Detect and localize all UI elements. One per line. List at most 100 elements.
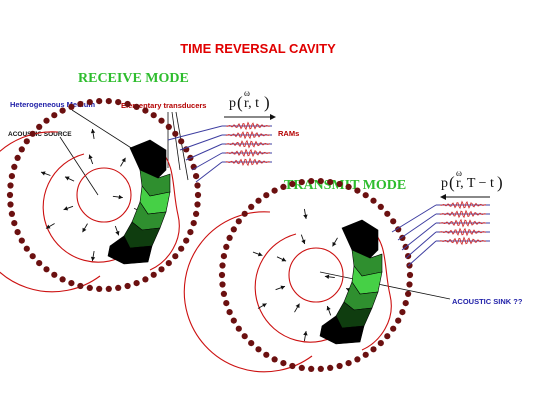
transmit-transducer-dot — [395, 226, 402, 233]
receive-transducer-dot — [193, 210, 200, 217]
transmit-transducer-dot — [336, 362, 343, 370]
transmit-mode-label: TRANSMIT MODE — [284, 178, 406, 193]
transmit-transducer-dot — [235, 325, 242, 332]
transmit-wavefronts — [183, 211, 392, 373]
receive-transducer-dot — [165, 260, 172, 267]
receive-transducer-dot — [23, 245, 30, 252]
transmit-arrow-head — [324, 274, 330, 279]
receive-transducer-dot — [18, 146, 25, 153]
svg-text:ω: ω — [244, 88, 250, 98]
receive-transducer-dot — [172, 253, 179, 260]
receive-transducer-dot — [86, 284, 93, 291]
receive-arrow-head — [63, 206, 69, 211]
transmit-signal-wave — [439, 209, 487, 219]
receive-transducer-dot — [86, 99, 93, 106]
receive-transducer-dot — [193, 173, 200, 180]
receive-transducer-dot — [68, 280, 75, 287]
transmit-arrow-head — [257, 252, 263, 257]
transmit-arrow-head — [281, 257, 287, 262]
receive-transducer-dot — [36, 123, 43, 130]
receive-arrow-head — [46, 224, 51, 229]
receive-time-arrowhead — [270, 114, 276, 120]
transmit-transducer-dot — [370, 197, 377, 204]
transmit-transducer-dot — [230, 317, 237, 324]
transmit-transducer-dot — [406, 271, 414, 279]
receive-transducer-dot — [187, 229, 194, 236]
receive-signal-wave — [225, 121, 271, 131]
transmit-arrow-head — [262, 303, 267, 308]
transmit-transducer-dot — [220, 253, 227, 260]
transmit-formula: p ( ω r, T − t ) — [441, 168, 503, 192]
transmit-transducer-dot — [289, 362, 296, 370]
transmit-signals — [391, 200, 490, 267]
acoustic-sink-label: ACOUSTIC SINK ?? — [452, 297, 523, 306]
transmit-transducer-dot — [226, 234, 233, 241]
transmit-medium-blob-top — [341, 219, 379, 259]
receive-transducer-dot — [142, 107, 149, 114]
receive-arrow-head — [118, 194, 123, 200]
transmit-transducer-dot — [298, 364, 305, 371]
receive-mode-label: RECEIVE MODE — [78, 71, 189, 86]
transmit-medium — [319, 219, 383, 345]
transmit-transducer-dot — [370, 346, 377, 353]
receive-transducer-dot — [115, 284, 122, 291]
receive-connector-line — [167, 125, 223, 141]
receive-transducer-dot — [8, 173, 15, 180]
receive-transducer-dot — [68, 103, 75, 110]
receive-transducer-dot — [59, 276, 66, 283]
transmit-arrow-head — [301, 239, 306, 244]
receive-transducer-dot — [172, 130, 179, 137]
svg-text:(: ( — [237, 93, 243, 112]
receive-medium-blob-top — [129, 139, 167, 179]
transmit-transducer-dot — [362, 192, 369, 199]
transmit-arrow-head — [332, 241, 337, 247]
transmit-transducer-dot — [263, 192, 270, 199]
sink-leader-line — [319, 271, 451, 300]
transmit-transducer-dot — [220, 290, 227, 297]
receive-transducer-dot — [105, 285, 112, 292]
receive-transducer-dot — [190, 220, 197, 227]
transmit-time-arrowhead — [440, 194, 446, 200]
transmit-transducer-dot — [377, 340, 384, 347]
receive-signal-wave — [225, 157, 271, 167]
receive-connector-line — [179, 134, 223, 151]
receive-arrow-head — [115, 230, 120, 236]
transmit-transducer-dot — [390, 218, 397, 225]
receive-arrow-head — [65, 176, 70, 181]
receive-transducer-dot — [178, 245, 185, 252]
transmit-transducer-dot — [280, 360, 287, 367]
transmit-transducer-dot — [317, 365, 324, 372]
rams-label: RAMs — [278, 129, 299, 138]
receive-signal-wave — [225, 148, 271, 158]
receive-medium — [107, 139, 171, 265]
receive-transducer-dot — [14, 154, 21, 161]
transmit-transducer-dot — [345, 183, 352, 190]
receive-signal-wave — [225, 139, 271, 149]
receive-transducer-dot — [11, 220, 18, 227]
receive-transducer-dot — [133, 280, 140, 287]
receive-ram-signals — [167, 121, 272, 183]
source-leader-line — [59, 136, 99, 196]
receive-arrow-head — [88, 154, 93, 160]
transmit-transducer-dot — [289, 180, 296, 188]
transmit-transducer-dot — [271, 356, 278, 363]
receive-transducer-dot — [6, 191, 14, 199]
svg-text:ω: ω — [456, 168, 462, 178]
receive-arrow-head — [90, 256, 96, 261]
receive-transducer-dot — [105, 98, 112, 105]
transmit-transducer-dot — [377, 203, 384, 210]
svg-text:(: ( — [449, 173, 455, 192]
receive-transducer-dot — [29, 130, 36, 137]
receive-transducer-ring — [6, 98, 202, 292]
transmit-transducer-dot — [345, 360, 352, 367]
transmit-signal-wave — [439, 236, 487, 246]
receive-connector-line — [185, 143, 223, 161]
svg-text:p: p — [229, 96, 236, 111]
transmit-signal-wave — [439, 200, 487, 210]
transmit-connector-line — [401, 222, 437, 251]
receive-transducer-dot — [51, 112, 58, 119]
transmit-transducer-ring — [218, 178, 414, 372]
transmit-signal-wave — [439, 227, 486, 237]
transmit-transducer-dot — [362, 351, 369, 358]
transmit-transducer-dot — [402, 300, 409, 307]
